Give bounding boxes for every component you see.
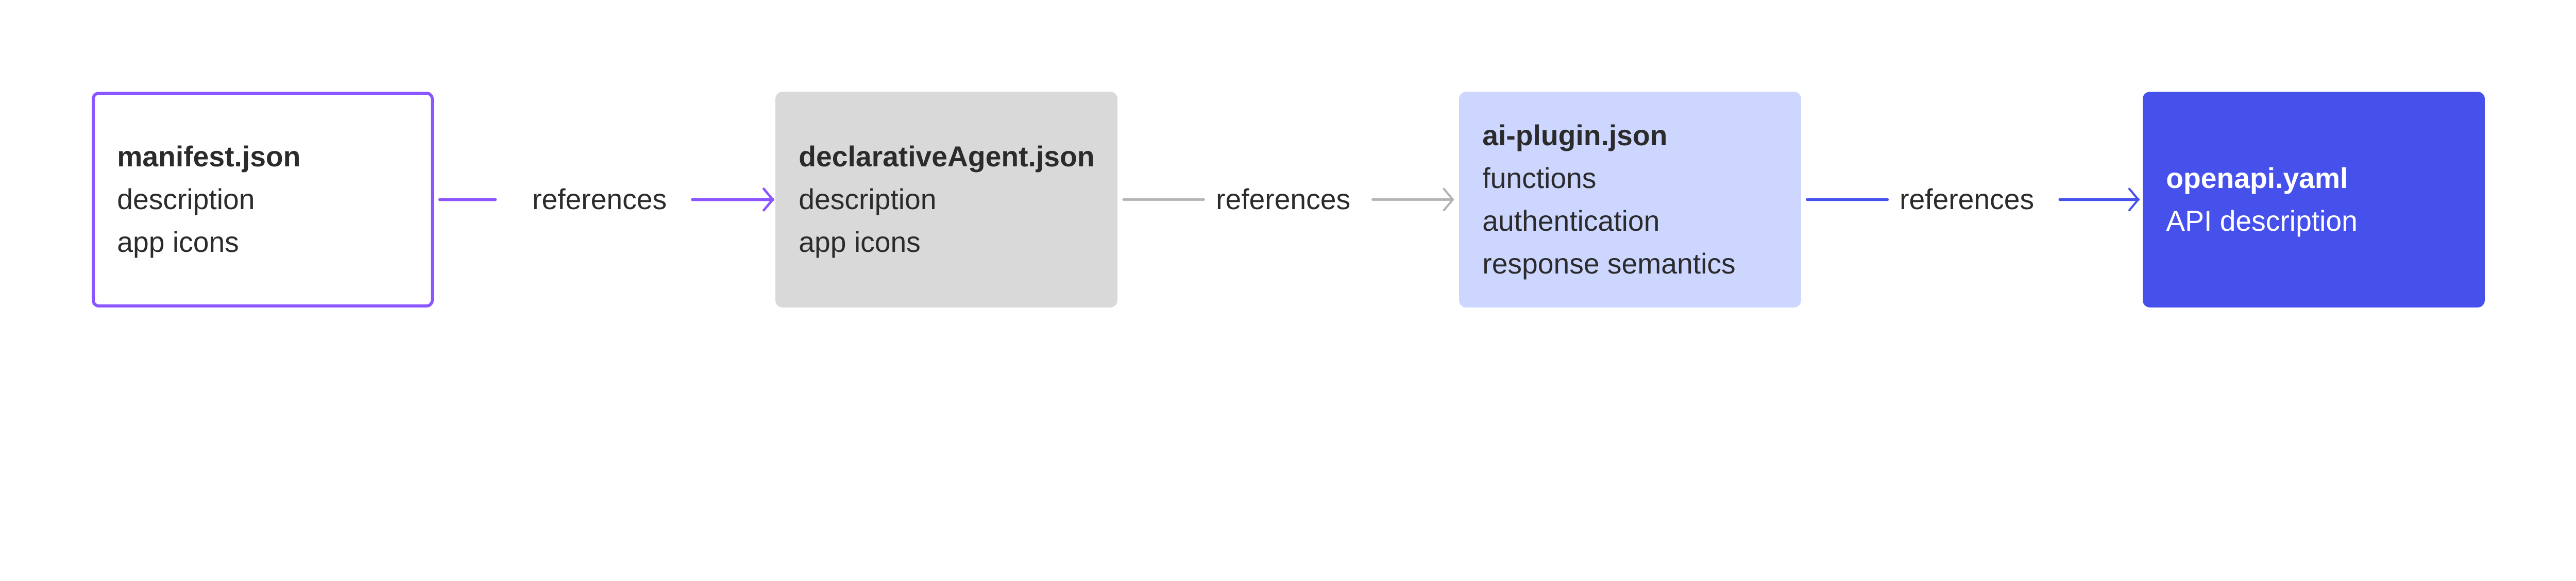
node-item: authentication	[1482, 204, 1660, 237]
node-openapi-yaml: openapi.yaml API description	[2143, 92, 2485, 308]
node-item: description	[799, 183, 937, 216]
arrow-icon	[1805, 187, 2140, 212]
arrow-icon	[438, 187, 774, 212]
node-declarative-agent-json: declarativeAgent.json description app ic…	[775, 92, 1117, 308]
node-title: declarativeAgent.json	[799, 141, 1095, 173]
node-item: app icons	[799, 226, 921, 259]
node-title: openapi.yaml	[2166, 162, 2348, 194]
edge-references-2: references	[1117, 178, 1460, 221]
node-item: API description	[2166, 204, 2358, 237]
node-item: functions	[1482, 162, 1597, 194]
edge-references-3: references	[1801, 178, 2143, 221]
node-manifest-json: manifest.json description app icons	[92, 92, 434, 308]
node-item: description	[117, 183, 255, 216]
edge-label: references	[1216, 183, 1351, 216]
edge-references-1: references	[434, 178, 776, 221]
diagram: manifest.json description app icons refe…	[92, 92, 2485, 308]
edge-label: references	[1900, 183, 2035, 216]
node-title: manifest.json	[117, 141, 301, 173]
node-ai-plugin-json: ai-plugin.json functions authentication …	[1459, 92, 1801, 308]
edge-label: references	[532, 183, 667, 216]
arrow-icon	[1122, 187, 1454, 212]
node-item: response semantics	[1482, 247, 1736, 280]
node-title: ai-plugin.json	[1482, 119, 1668, 151]
node-item: app icons	[117, 226, 239, 259]
